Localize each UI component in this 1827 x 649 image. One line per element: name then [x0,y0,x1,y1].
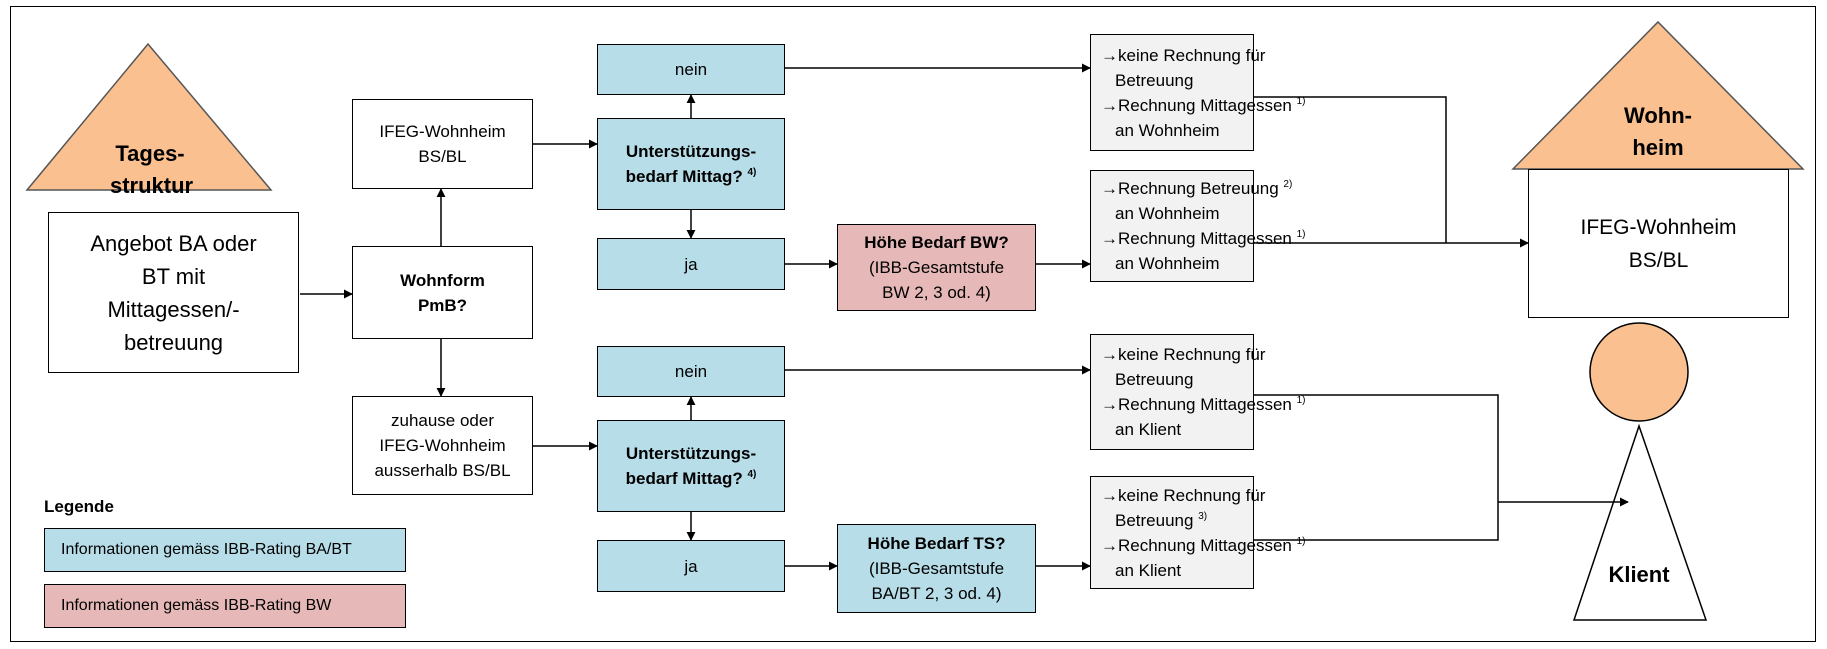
outcome-line: →Rechnung Mittagessen 1) [1101,229,1306,248]
footnote-mark: 1) [1296,395,1306,406]
wohnform-line: Wohnform [400,270,485,290]
outcome-line: Betreuung [1115,370,1194,389]
ifeg-line: ausserhalb BS/BL [374,461,511,480]
question-line: bedarf Mittag? 4) [625,469,757,488]
footnote-mark: 4) [747,167,757,178]
outcome-line: →keine Rechnung für [1101,345,1266,364]
lower-nein-box: nein [597,346,785,397]
roof-line: heim [1632,135,1684,160]
wohnheim-line: IFEG-Wohnheim [1580,215,1737,239]
body-line: betreuung [123,329,224,355]
lower-ja-box: ja [597,540,785,592]
outcome-line: an Klient [1115,420,1182,439]
footnote-mark: 1) [1296,95,1306,107]
ifeg-line: BS/BL [418,147,467,166]
wohnheim-box: IFEG-Wohnheim BS/BL [1528,169,1789,318]
footnote-mark: 1) [1296,535,1306,547]
outcome-line: an Wohnheim [1115,120,1220,140]
tagesstruktur-roof-label: Tages- struktur [110,138,194,202]
hoehe-line: (IBB-Gesamtstufe [868,559,1005,578]
outcome-line: →Rechnung Mittagessen 1) [1101,95,1306,115]
upper-question-box: Unterstützungs- bedarf Mittag? 4) [597,118,785,210]
legend-item-bw: Informationen gemäss IBB-Rating BW [44,584,406,628]
hoehe-line: BW 2, 3 od. 4) [882,283,991,302]
outcome-line: an Klient [1115,560,1182,580]
roof-line: struktur [110,173,194,198]
outcome-line: →keine Rechnung für [1101,45,1266,65]
question-line: bedarf Mittag? 4) [625,167,757,186]
hoehe-title: Höhe Bedarf BW? [864,233,1009,252]
body-line: Mittagessen/- [107,296,240,322]
outcome-line: →Rechnung Mittagessen 1) [1101,395,1306,414]
outcome-line: an Wohnheim [1115,254,1220,273]
body-line: BT mit [141,263,206,289]
wohnheim-line: BS/BL [1628,248,1689,272]
ifeg-line: IFEG-Wohnheim [379,122,506,141]
body-line: Angebot BA oder [90,230,257,256]
footnote-mark: 4) [747,469,757,480]
outcome-line: Betreuung [1115,70,1194,90]
connector-o1-wohnheim [1254,96,1447,243]
roof-line: Tages- [115,141,185,166]
klient-head [1589,322,1689,422]
outcome-box-3: →keine Rechnung für Betreuung →Rechnung … [1090,334,1306,450]
footnote-mark: 1) [1296,229,1306,240]
legend-label: Informationen gemäss IBB-Rating BW [61,597,332,614]
nein-label: nein [674,60,708,79]
nein-label: nein [674,362,708,381]
ifeg-lower-box: zuhause oder IFEG-Wohnheim ausserhalb BS… [352,396,533,495]
ifeg-line: zuhause oder [390,411,495,430]
upper-ja-box: ja [597,238,785,290]
outcome-box-2: →Rechnung Betreuung 2) an Wohnheim →Rech… [1090,170,1306,282]
roof-line: Wohn- [1623,103,1692,128]
hoehe-line: (IBB-Gesamtstufe [868,258,1005,277]
tagesstruktur-box: Angebot BA oder BT mit Mittagessen/- bet… [48,212,299,373]
ifeg-line: IFEG-Wohnheim [379,436,506,455]
lower-hoehe-box: Höhe Bedarf TS? (IBB-Gesamtstufe BA/BT 2… [837,524,1036,613]
outcome-line: →keine Rechnung für [1101,485,1266,505]
ja-label: ja [684,254,698,274]
wohnform-box: Wohnform PmB? [352,246,533,339]
legend-item-ba-bt: Informationen gemäss IBB-Rating BA/BT [44,528,406,572]
hoehe-title: Höhe Bedarf TS? [867,534,1006,553]
diagram-frame [10,6,1816,642]
upper-hoehe-box: Höhe Bedarf BW? (IBB-Gesamtstufe BW 2, 3… [837,224,1036,311]
klient-label: Klient [1608,562,1670,587]
ja-label: ja [684,556,698,576]
hoehe-line: BA/BT 2, 3 od. 4) [871,584,1002,603]
question-line: Unterstützungs- [625,142,757,161]
legend-title: Legende [44,497,114,516]
wohnheim-roof-label: Wohn- heim [1618,100,1698,164]
klient-body [1572,423,1708,621]
upper-nein-box: nein [597,44,785,95]
ifeg-upper-box: IFEG-Wohnheim BS/BL [352,99,533,189]
footnote-mark: 3) [1198,510,1208,522]
footnote-mark: 2) [1283,179,1293,190]
wohnform-line: PmB? [417,295,468,315]
outcome-box-4: →keine Rechnung für Betreuung 3) →Rechnu… [1090,476,1306,589]
connector-o3-klient [1254,394,1499,541]
outcome-line: →Rechnung Mittagessen 1) [1101,535,1306,555]
outcome-line: →Rechnung Betreuung 2) [1101,179,1293,198]
outcome-line: Betreuung 3) [1115,510,1208,530]
question-line: Unterstützungs- [625,444,757,463]
outcome-box-1: →keine Rechnung für Betreuung →Rechnung … [1090,34,1306,151]
tagesstruktur-roof [25,42,273,191]
legend-label: Informationen gemäss IBB-Rating BA/BT [61,541,352,558]
lower-question-box: Unterstützungs- bedarf Mittag? 4) [597,420,785,512]
outcome-line: an Wohnheim [1115,204,1220,223]
